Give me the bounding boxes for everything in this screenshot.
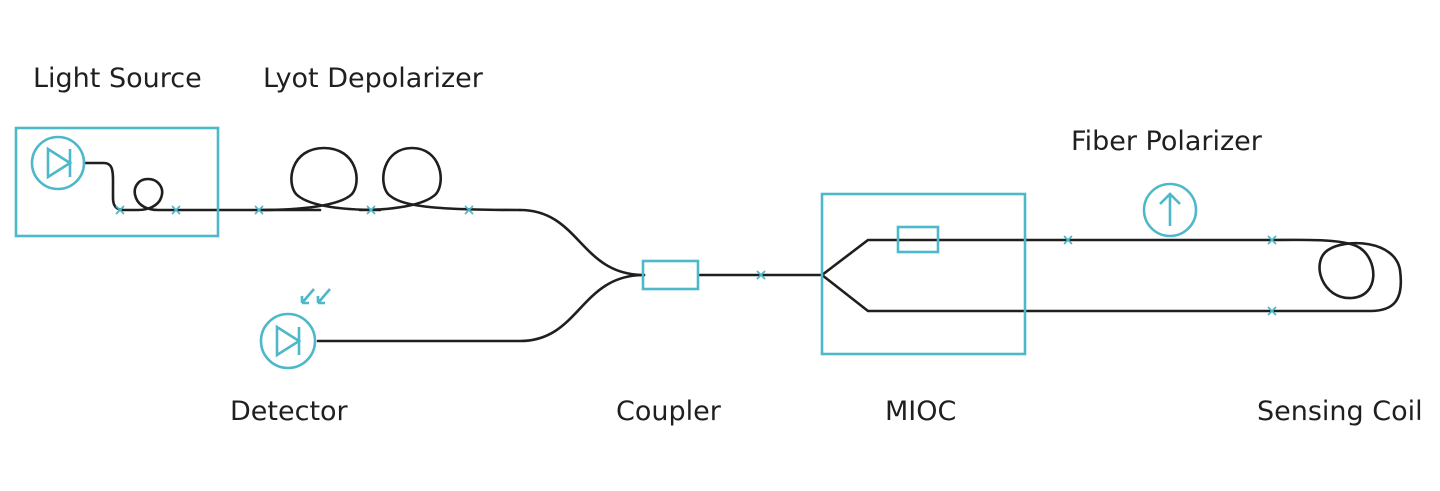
fiber-mioc-lower <box>820 273 1272 313</box>
label-fiber-polarizer: Fiber Polarizer <box>1071 126 1263 157</box>
diode-icon <box>30 135 86 191</box>
label-light-source: Light Source <box>33 63 202 94</box>
label-mioc: MIOC <box>885 396 956 427</box>
splice-mark-icon <box>1267 306 1277 316</box>
fiber-lyot-loop-2 <box>358 146 522 212</box>
splice-mark-icon <box>115 205 125 215</box>
splice-mark-icon <box>254 205 264 215</box>
splice-mark-icon <box>366 205 376 215</box>
fiber-sensing-coil <box>1268 238 1403 313</box>
fiber-mioc-upper <box>820 238 1272 277</box>
light-source-box <box>14 126 220 238</box>
label-detector: Detector <box>230 396 349 427</box>
splice-marks <box>115 205 1277 316</box>
label-sensing-coil: Sensing Coil <box>1257 396 1423 427</box>
splice-mark-icon <box>171 205 181 215</box>
fiber-source-lead <box>82 161 322 212</box>
components <box>14 126 1198 370</box>
splice-mark-icon <box>756 270 766 280</box>
mioc-box <box>820 192 1027 356</box>
fiber-to-detector <box>316 273 646 343</box>
label-lyot-depolarizer: Lyot Depolarizer <box>263 63 484 94</box>
photodiode-icon <box>259 288 331 370</box>
coupler-box <box>641 259 700 291</box>
fiber-lyot-loop-1 <box>258 146 382 212</box>
splice-mark-icon <box>1267 235 1277 245</box>
fiber-to-coupler-upper <box>518 208 646 277</box>
up-arrow-icon <box>1142 182 1198 238</box>
fiber-paths <box>82 146 1403 343</box>
mioc-phase-modulator <box>896 225 940 254</box>
splice-mark-icon <box>464 205 474 215</box>
label-coupler: Coupler <box>616 396 722 427</box>
splice-mark-icon <box>1063 235 1073 245</box>
